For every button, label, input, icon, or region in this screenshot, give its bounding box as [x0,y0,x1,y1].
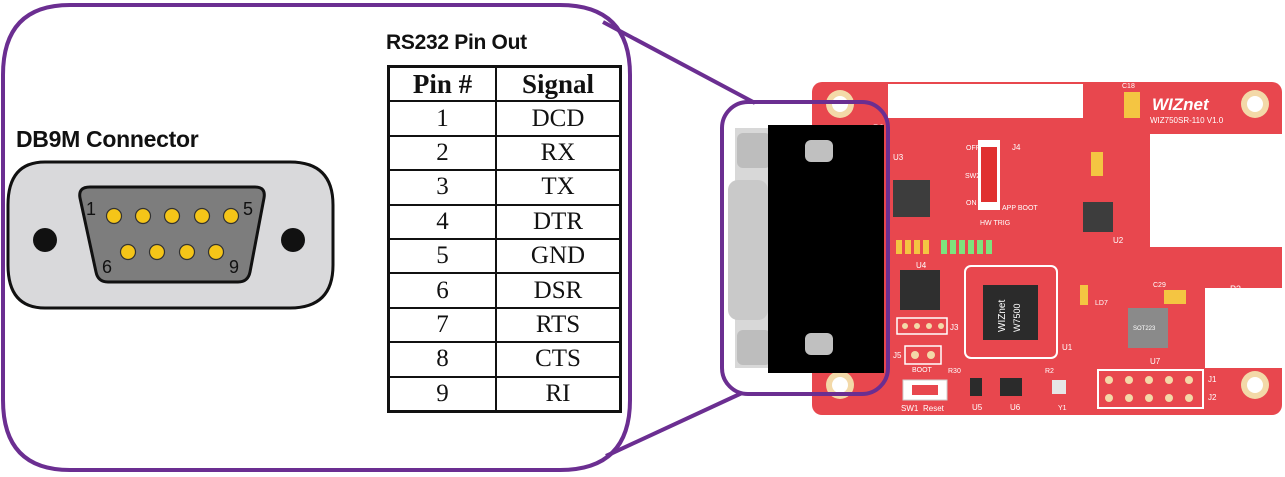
label-u1: U1 [1062,343,1073,352]
pcb-board: WIZnet WIZ750SR-110 V1.0 P2 P3 U3 U4 U2 … [812,82,1285,415]
db9-pin-1 [105,207,123,225]
label-r2: R2 [1045,368,1054,375]
label-c18: C18 [1122,83,1135,90]
label-boot: BOOT [912,367,933,374]
signal-cell: RTS [495,306,622,344]
label-j5: J5 [893,351,902,360]
label-app-boot: APP BOOT [1002,205,1038,212]
label-u4: U4 [916,261,927,270]
signal-column-header: Signal [495,65,622,103]
db9-pin-2 [134,207,152,225]
label-j4: J4 [1012,143,1021,152]
label-ld7: LD7 [1095,300,1108,307]
label-u2: U2 [1113,236,1124,245]
db9-pin-label-6: 6 [102,257,113,277]
pin-cell: 5 [387,237,497,275]
label-r30: R30 [948,368,961,375]
pin-column-header: Pin # [387,65,497,103]
label-sot223: SOT223 [1133,326,1156,332]
pin-cell: 4 [387,203,497,240]
chip-u2 [1083,202,1113,232]
board-model: WIZ750SR-110 V1.0 [1150,116,1224,125]
pin-cell: 9 [387,375,497,413]
label-p3: P3 [1230,284,1241,294]
label-y1: Y1 [1058,405,1067,412]
label-c29: C29 [1153,282,1166,289]
db9m-diagram [6,160,335,310]
label-on: ON [966,200,977,207]
label-reset: Reset [923,404,945,413]
led-row [896,240,992,254]
chip-model: W7500 [1012,303,1022,332]
callout-frame [1,3,890,472]
callout-highlight-box [720,100,890,396]
db9-pin-7 [148,243,166,261]
chip-brand: WIZnet [997,300,1008,332]
pin-cell: 6 [387,272,497,309]
mount-hole-right [281,228,305,252]
db9-pin-label-9: 9 [229,257,240,277]
db9-pin-label-5: 5 [243,199,254,219]
signal-cell: CTS [495,341,622,378]
label-off: OFF [966,145,980,152]
signal-cell: TX [495,169,622,206]
db9-pin-9 [207,243,225,261]
signal-cell: RX [495,134,622,172]
pin-cell: 8 [387,341,497,378]
db9-pin-4 [193,207,211,225]
label-u3: U3 [893,153,904,162]
db9-pin-3 [163,207,181,225]
chip-u3 [893,180,930,217]
chip-u7 [1128,308,1168,348]
signal-cell: DSR [495,272,622,309]
label-sw1: SW1 [901,404,919,413]
label-sw2: SW2 [965,173,980,180]
db9-pins [105,207,240,261]
mount-hole-left [33,228,57,252]
pinout-title: RS232 Pin Out [386,31,527,54]
label-u7: U7 [1150,357,1161,366]
db9-pin-5 [222,207,240,225]
pin-cell: 1 [387,100,497,137]
board-brand: WIZnet [1152,95,1210,114]
board-db9-connector [728,125,884,373]
signal-cell: DCD [495,100,622,137]
label-j1: J1 [1208,375,1217,384]
chip-w7500 [983,285,1038,340]
signal-cell: DTR [495,203,622,240]
label-u6: U6 [1010,403,1021,412]
signal-cell: RI [495,375,622,413]
signal-cell: GND [495,237,622,275]
label-j2: J2 [1208,393,1217,402]
pin-cell: 2 [387,134,497,172]
label-u5: U5 [972,403,983,412]
pin-cell: 3 [387,169,497,206]
label-j3: J3 [950,323,959,332]
db9-pin-8 [178,243,196,261]
pinout-header-row: Pin # Signal [387,65,622,103]
db9-pin-6 [119,243,137,261]
connector-body [768,125,884,373]
db9-pin-label-1: 1 [86,199,97,219]
header-j1-j2 [1097,369,1204,409]
db9m-title: DB9M Connector [16,126,199,152]
chip-u4 [900,270,940,310]
pin-cell: 7 [387,306,497,344]
label-hw-trig: HW TRIG [980,220,1010,227]
